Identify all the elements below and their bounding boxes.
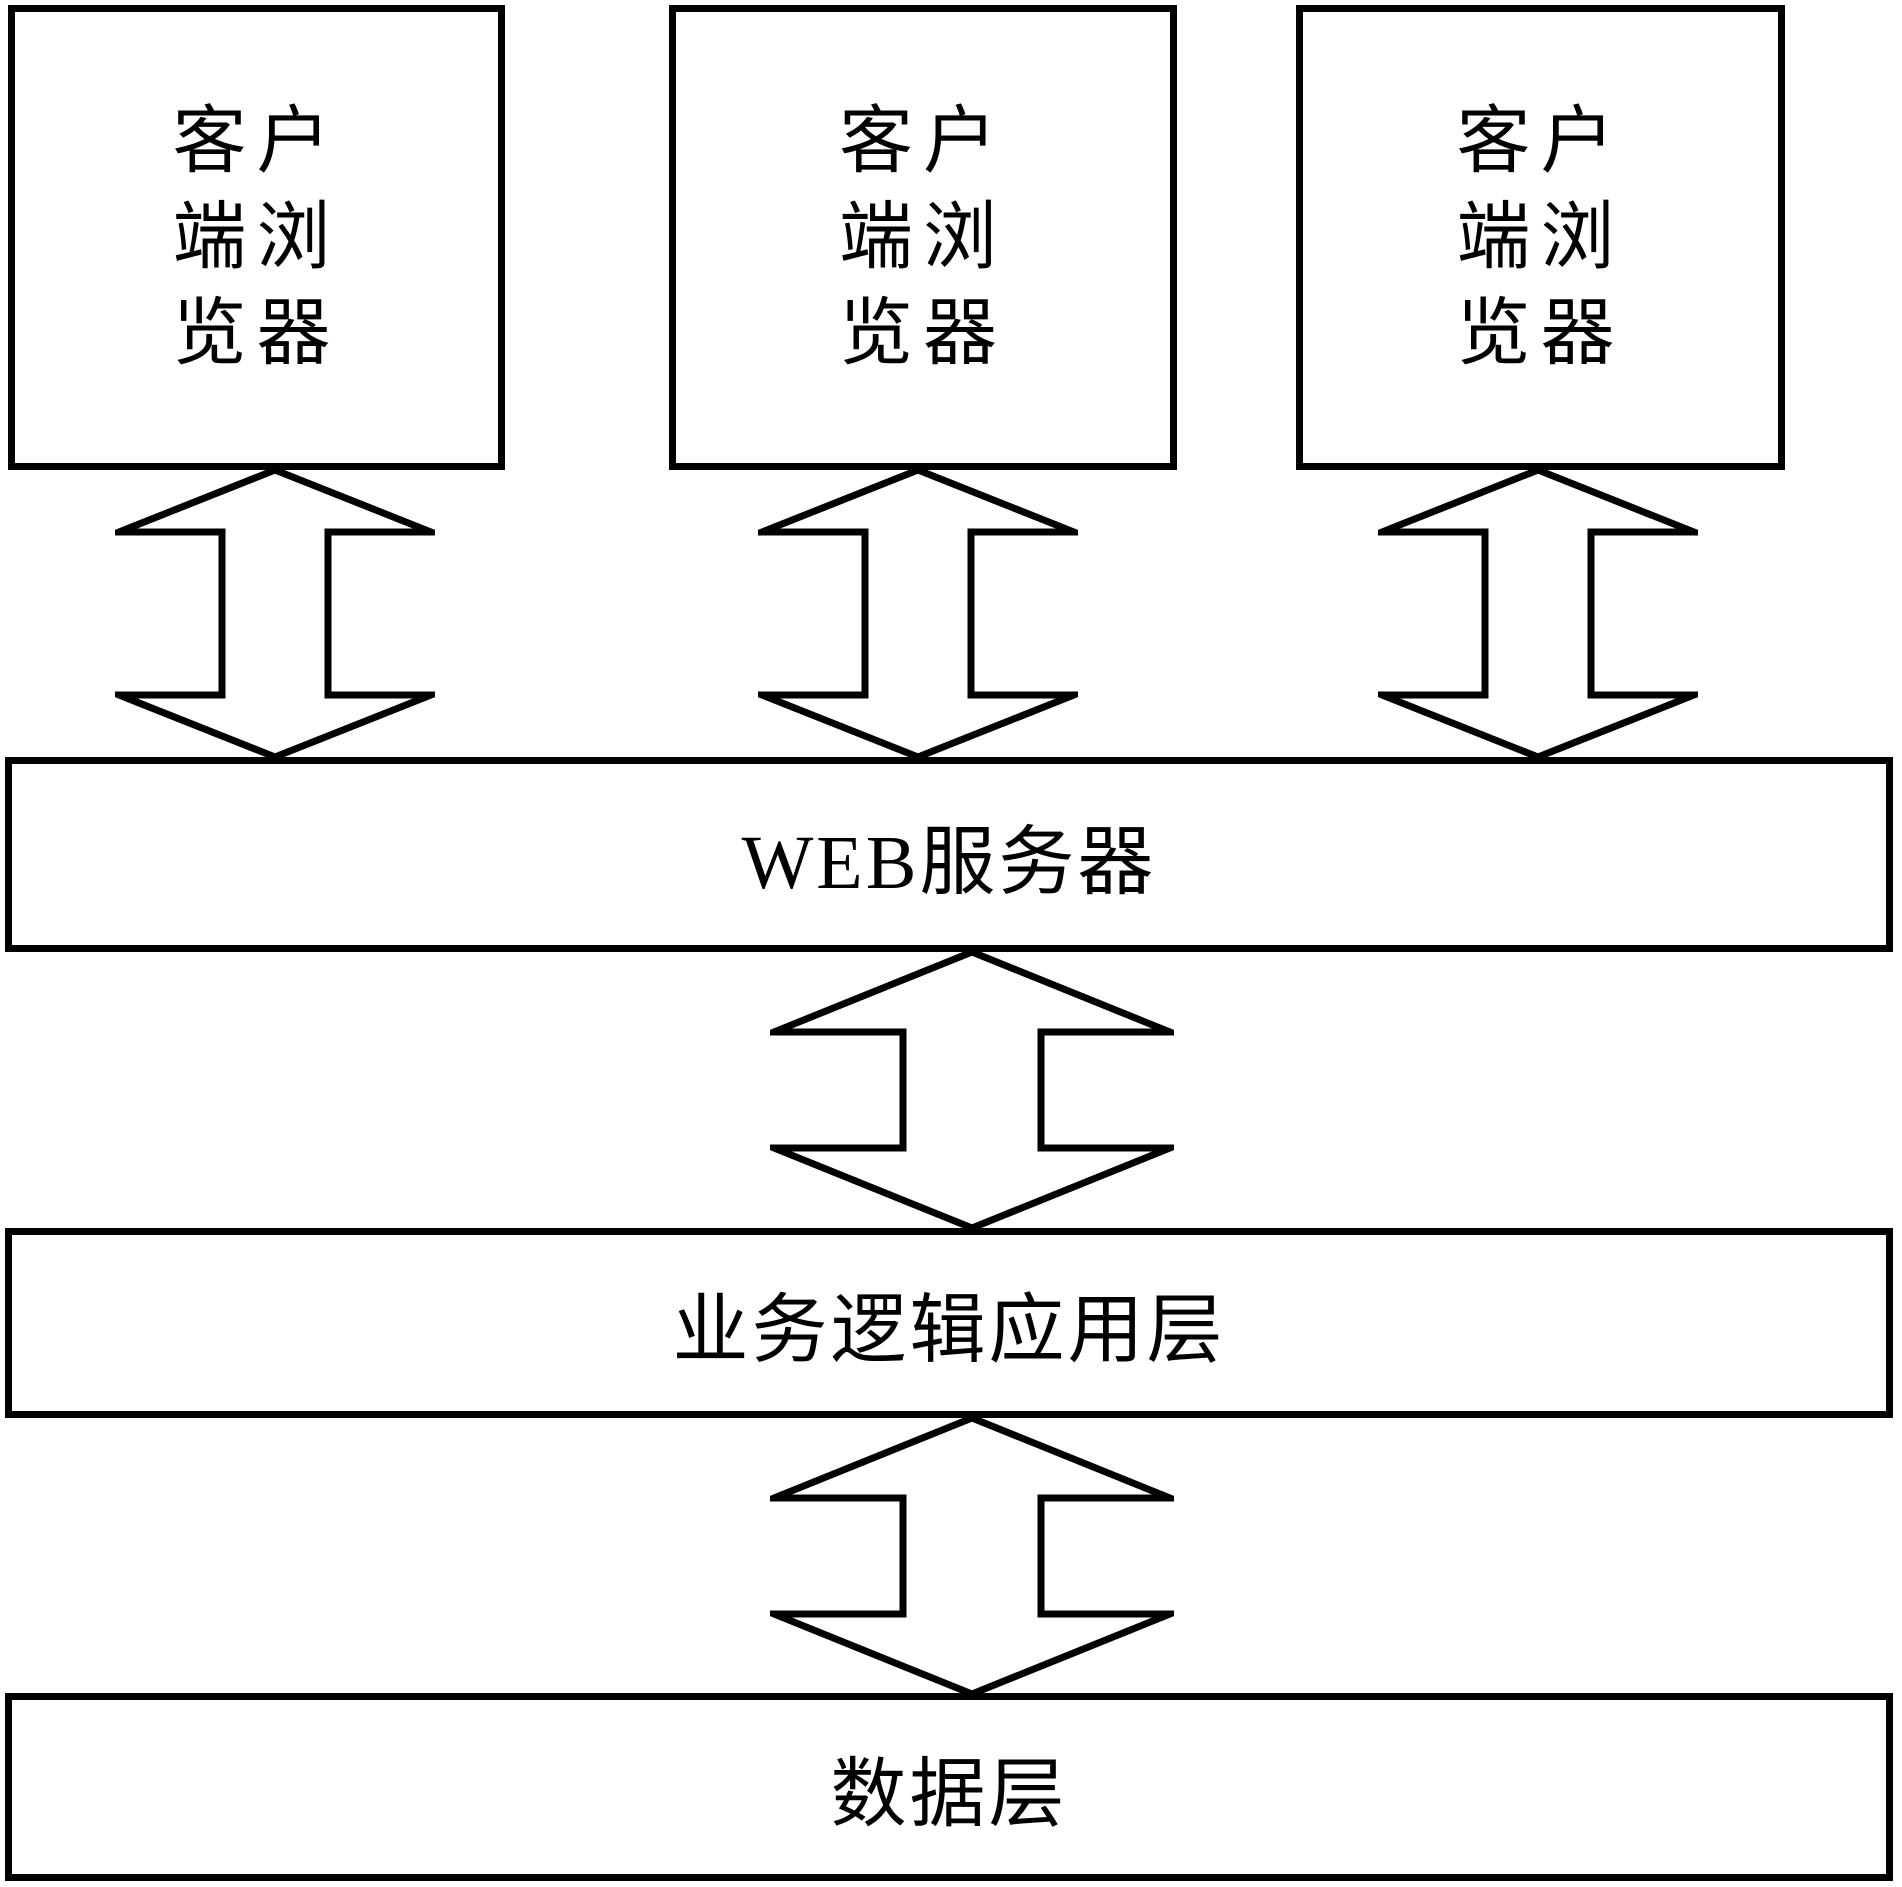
double-arrow-shape	[115, 466, 435, 761]
data-layer-bar: 数据层	[5, 1693, 1893, 1881]
data-layer-label: 数据层	[830, 1753, 1068, 1837]
web-server-layer-label: WEB服务器	[741, 820, 1157, 905]
double-arrow-client2-webserver-icon	[758, 466, 1078, 761]
business-logic-layer-label: 业务逻辑应用层	[672, 1289, 1226, 1373]
web-server-layer-bar: WEB服务器	[5, 757, 1893, 952]
double-arrow-shape	[770, 948, 1174, 1232]
client-browser-label-3: 客户 端浏 览器	[1456, 100, 1625, 375]
double-arrow-client3-webserver-icon	[1378, 466, 1698, 761]
double-arrow-shape	[1378, 466, 1698, 761]
double-arrow-webserver-businesslayer-icon	[770, 948, 1174, 1232]
client-browser-box-3: 客户 端浏 览器	[1296, 5, 1785, 470]
double-arrow-client1-webserver-icon	[115, 466, 435, 761]
client-browser-box-1: 客户 端浏 览器	[8, 5, 505, 470]
double-arrow-shape	[758, 466, 1078, 761]
client-browser-label-1: 客户 端浏 览器	[172, 100, 341, 375]
client-browser-box-2: 客户 端浏 览器	[669, 5, 1177, 470]
business-logic-layer-bar: 业务逻辑应用层	[5, 1228, 1893, 1418]
client-browser-label-2: 客户 端浏 览器	[839, 100, 1007, 375]
double-arrow-businesslayer-datalayer-icon	[770, 1414, 1174, 1698]
double-arrow-shape	[770, 1414, 1174, 1698]
